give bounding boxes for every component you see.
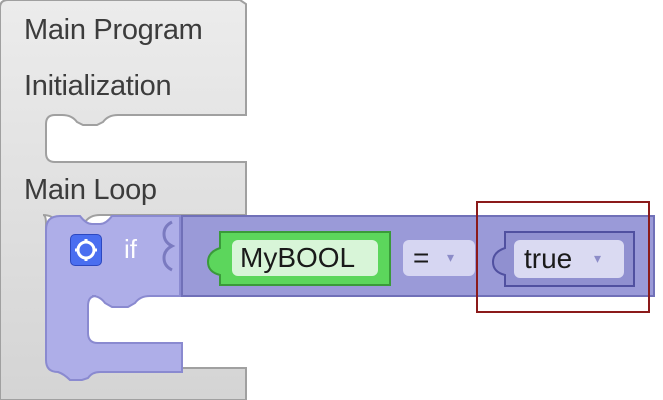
main-loop-label: Main Loop: [24, 174, 157, 206]
variable-field[interactable]: MyBOOL: [232, 240, 378, 276]
if-block[interactable]: [45, 215, 183, 381]
initialization-label: Initialization: [24, 70, 172, 102]
operator-value: =: [413, 242, 430, 273]
if-keyword: if: [124, 234, 137, 264]
value-dropdown[interactable]: true ▾: [514, 240, 624, 278]
main-program-title: Main Program: [24, 14, 203, 46]
highlight-box: [476, 201, 650, 313]
value-text: true: [524, 243, 573, 274]
chevron-down-icon: ▾: [594, 250, 602, 266]
gear-icon[interactable]: [70, 234, 102, 266]
operator-dropdown[interactable]: = ▾: [403, 240, 475, 276]
chevron-down-icon: ▾: [447, 249, 455, 265]
variable-name: MyBOOL: [240, 242, 356, 273]
